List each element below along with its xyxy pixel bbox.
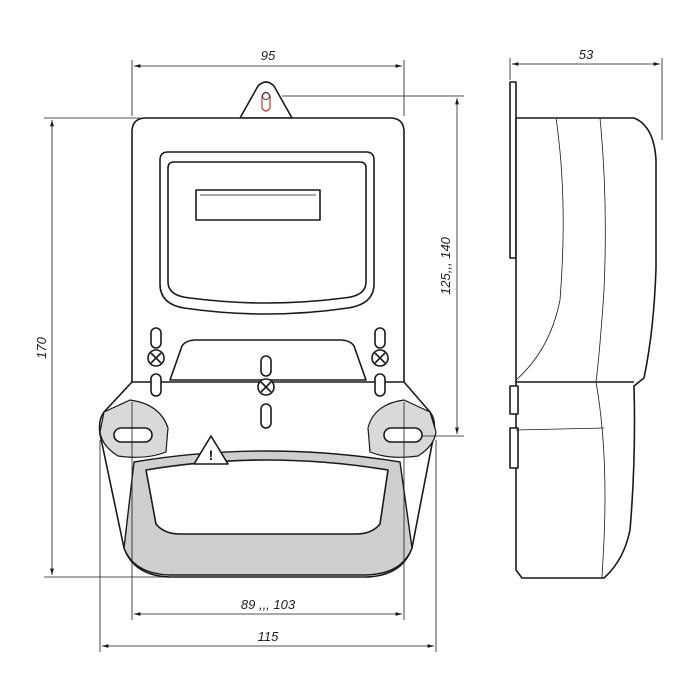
seal-screw-left — [147, 327, 165, 397]
display-window — [167, 161, 367, 304]
dimension-side-depth: 53 — [509, 47, 663, 140]
dim-label-side-depth: 53 — [579, 47, 594, 62]
warning-triangle-icon: ! — [193, 435, 229, 465]
side-terminal-line — [515, 427, 605, 431]
side-view — [509, 81, 657, 579]
lcd-display — [195, 189, 321, 221]
side-housing — [515, 117, 657, 579]
seal-screw-center — [257, 355, 275, 429]
seal-screw-right — [371, 327, 389, 397]
left-mount-hole — [113, 427, 153, 443]
dimension-front-width: 95 — [131, 48, 405, 116]
side-lug-lower — [509, 427, 519, 469]
dimension-base-width: 115 — [99, 440, 437, 652]
right-mount-hole — [383, 427, 423, 443]
warning-mark: ! — [209, 447, 214, 463]
side-cover-edge — [595, 381, 606, 579]
dim-label-mount-width: 89 ,,, 103 — [241, 597, 296, 612]
side-front-curve — [515, 117, 564, 381]
hanging-tab — [239, 81, 293, 119]
side-back-tab — [509, 81, 517, 259]
dimension-mount-width: 89 ,,, 103 — [131, 402, 405, 620]
dim-label-total-height: 170 — [34, 336, 49, 358]
hanging-hole — [262, 92, 270, 100]
dim-label-base-width: 115 — [258, 629, 279, 644]
dim-label-mount-height: 125,,, 140 — [438, 236, 453, 295]
side-lug-upper — [509, 385, 519, 415]
dimension-total-height: 170 — [34, 117, 168, 578]
dim-label-front-width: 95 — [261, 48, 276, 63]
terminal-window — [145, 459, 389, 535]
side-top-divider — [595, 117, 606, 383]
dimension-mount-height: 125,,, 140 — [282, 95, 464, 437]
front-view: ! — [98, 81, 437, 578]
